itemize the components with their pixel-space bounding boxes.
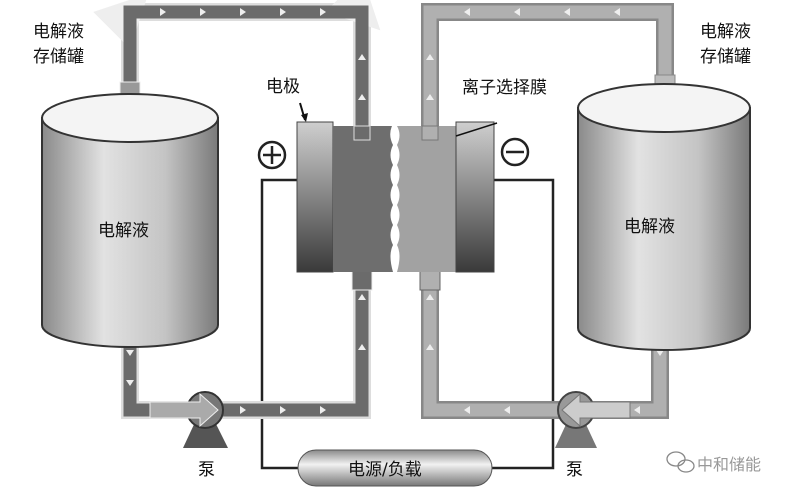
left-tank-label-line2: 存储罐 [33, 47, 84, 67]
left-tank-label-line1: 电解液 [33, 22, 84, 42]
membrane-label: 离子选择膜 [462, 78, 547, 98]
negative-electrode [455, 121, 495, 273]
power-load-box [297, 449, 493, 487]
circuit-wires [260, 178, 555, 470]
wechat-icon [666, 451, 695, 473]
battery-cell [296, 121, 495, 273]
right-electrolyte-label: 电解液 [624, 217, 675, 237]
right-electrolyte-pipe [421, 3, 674, 419]
left-storage-tank [41, 93, 219, 348]
right-tank-label-line2: 存储罐 [700, 47, 751, 67]
right-storage-tank [577, 83, 751, 351]
power-load-label: 电源/负载 [348, 460, 422, 480]
left-pump-label: 泵 [198, 460, 215, 480]
positive-electrode [296, 121, 334, 273]
negative-compartment [397, 126, 456, 272]
watermark-text: 中和储能 [697, 455, 761, 474]
positive-compartment [333, 126, 393, 272]
positive-terminal-icon [257, 140, 287, 170]
right-pump-icon [555, 391, 631, 448]
membrane-pointer [455, 122, 498, 137]
left-pump-icon [149, 391, 228, 448]
flow-direction-markers [126, 8, 664, 414]
right-pump-label: 泵 [566, 460, 583, 480]
right-tank-label-line1: 电解液 [700, 22, 751, 42]
electrode-label: 电极 [266, 77, 300, 97]
left-electrolyte-label: 电解液 [98, 221, 149, 241]
negative-terminal-icon [500, 137, 530, 167]
